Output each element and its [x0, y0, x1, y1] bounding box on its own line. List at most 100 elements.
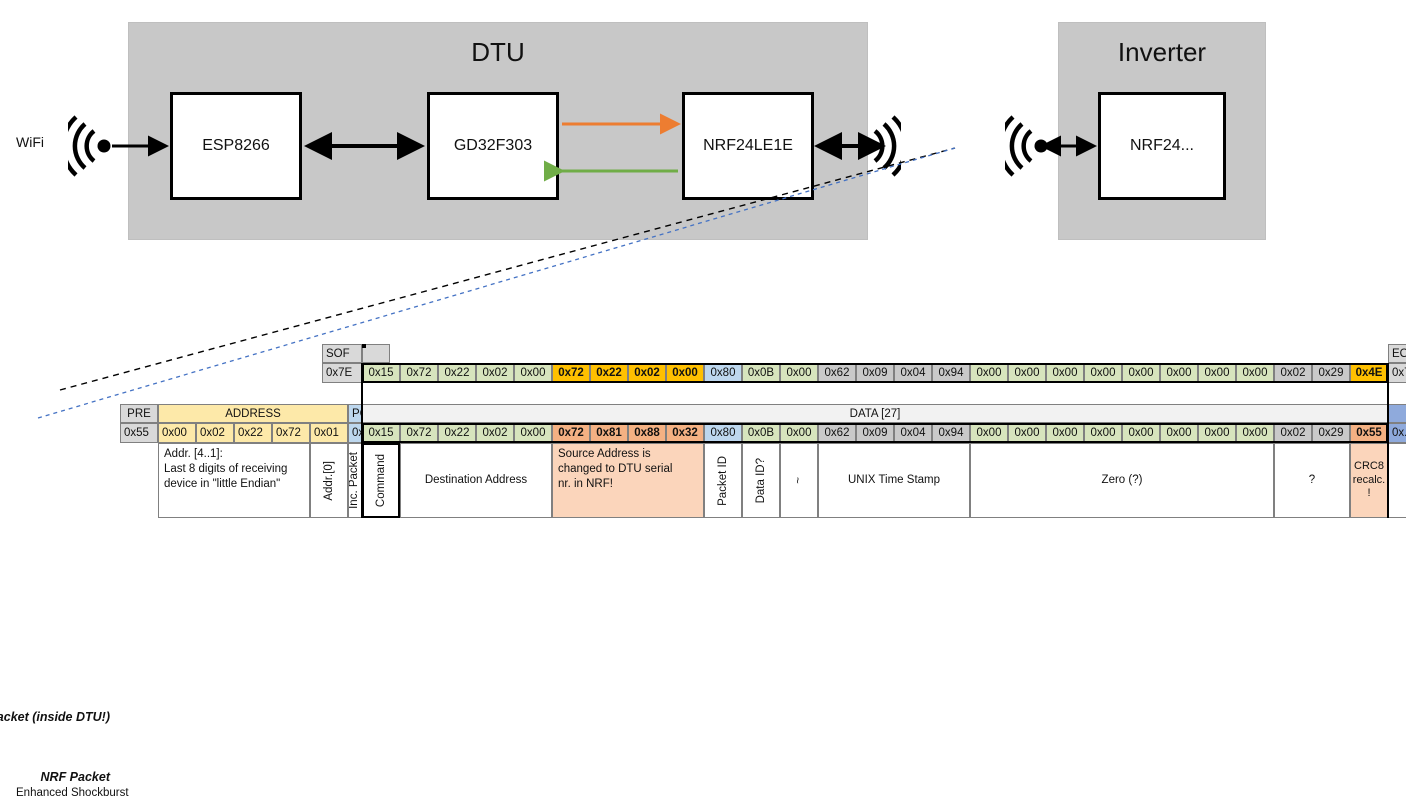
annotation-destination: Destination Address [400, 443, 552, 518]
nrf-byte-7: 0x88 [628, 423, 666, 443]
dtu-title: DTU [471, 37, 525, 67]
serial-byte-22: 0x00 [1198, 363, 1236, 383]
chip-esp8266: ESP8266 [170, 92, 302, 200]
serial-byte-23: 0x00 [1236, 363, 1274, 383]
chip-nrf24le1e: NRF24LE1E [682, 92, 814, 200]
annotation-address: Addr. [4..1]: Last 8 digits of receiving … [158, 443, 310, 518]
serial-eof-value: 0x7F [1388, 363, 1406, 383]
serial-sof-value: 0x7E [322, 363, 362, 383]
nrf-byte-17: 0x00 [1008, 423, 1046, 443]
nrf-address-byte-3: 0x72 [272, 423, 310, 443]
antenna-icon [1005, 115, 1048, 177]
annotation-tilde: ~ [780, 443, 818, 518]
nrf-address-byte-4: 0x01 [310, 423, 348, 443]
serial-byte-26: 0x4E [1350, 363, 1388, 383]
nrf-address-byte-1: 0x02 [196, 423, 234, 443]
annotation-unix-timestamp: UNIX Time Stamp [818, 443, 970, 518]
nrf-byte-2: 0x22 [438, 423, 476, 443]
annotation-crc8-line-1: recalc. [1352, 473, 1386, 486]
serial-byte-6: 0x22 [590, 363, 628, 383]
nrf-crc-byte-0: 0x.. [1388, 423, 1406, 443]
serial-sof-header-pad [362, 344, 390, 363]
nrf-byte-24: 0x02 [1274, 423, 1312, 443]
annotation-packet-id: Packet ID [704, 443, 742, 518]
annotation-crc8-line-0: CRC8 [1354, 459, 1384, 472]
nrf-data-header: DATA [27] [362, 404, 1388, 423]
nrf-byte-12: 0x62 [818, 423, 856, 443]
nrf-byte-13: 0x09 [856, 423, 894, 443]
annotation-crc8-line-2: ! [1367, 487, 1371, 500]
nrf-address-header: ADDRESS [158, 404, 348, 423]
annotation-addr0: Addr.[0] [310, 443, 348, 518]
serial-byte-25: 0x29 [1312, 363, 1350, 383]
nrf-crc-header: NRF CRC [1388, 404, 1406, 423]
nrf-packet-sublabel: Enhanced Shockburst [16, 787, 129, 799]
serial-eof-header: EOF [1388, 344, 1406, 363]
nrf-packet-label: NRF Packet [40, 770, 110, 784]
nrf-pre-header: PRE [120, 404, 158, 423]
serial-byte-12: 0x62 [818, 363, 856, 383]
nrf-byte-6: 0x81 [590, 423, 628, 443]
serial-byte-11: 0x00 [780, 363, 818, 383]
nrf-byte-9: 0x80 [704, 423, 742, 443]
annotation-source: Source Address is changed to DTU serial nr… [552, 443, 704, 518]
nrf-pcf-header: PCF [348, 404, 362, 423]
nrf-byte-26: 0x55 [1350, 423, 1388, 443]
nrf-byte-16: 0x00 [970, 423, 1008, 443]
nrf-byte-11: 0x00 [780, 423, 818, 443]
nrf-byte-23: 0x00 [1236, 423, 1274, 443]
inverter-title: Inverter [1117, 37, 1207, 67]
nrf-pre-value: 0x55 [120, 423, 158, 443]
annotation-source-line-2: nr. in NRF! [558, 477, 613, 490]
serial-byte-21: 0x00 [1160, 363, 1198, 383]
serial-byte-7: 0x02 [628, 363, 666, 383]
annotation-address-line-1: Last 8 digits of receiving device in "li… [164, 462, 288, 490]
serial-byte-18: 0x00 [1046, 363, 1084, 383]
block-diagram: DTU Inverter ESP8266 GD32F303 NRF24LE1E … [0, 0, 1406, 260]
serial-byte-20: 0x00 [1122, 363, 1160, 383]
serial-byte-14: 0x04 [894, 363, 932, 383]
nrf-byte-5: 0x72 [552, 423, 590, 443]
nrf-byte-21: 0x00 [1160, 423, 1198, 443]
annotation-source-line-1: changed to DTU serial [558, 462, 673, 475]
serial-byte-24: 0x02 [1274, 363, 1312, 383]
nrf-byte-22: 0x00 [1198, 423, 1236, 443]
annotation-address-line-0: Addr. [4..1]: [164, 448, 223, 460]
nrf-byte-0: 0x15 [362, 423, 400, 443]
annotation-data-id: Data ID? [742, 443, 780, 518]
serial-byte-10: 0x0B [742, 363, 780, 383]
wifi-label: WiFi [16, 134, 44, 150]
nrf-byte-10: 0x0B [742, 423, 780, 443]
nrf-byte-14: 0x04 [894, 423, 932, 443]
serial-sof-header: SOF [322, 344, 362, 363]
nrf-byte-18: 0x00 [1046, 423, 1084, 443]
nrf-byte-4: 0x00 [514, 423, 552, 443]
nrf-address-byte-0: 0x00 [158, 423, 196, 443]
chip-nrf24: NRF24... [1098, 92, 1226, 200]
serial-byte-3: 0x02 [476, 363, 514, 383]
annotation-zero: Zero (?) [970, 443, 1274, 518]
serial-byte-15: 0x94 [932, 363, 970, 383]
nrf-byte-1: 0x72 [400, 423, 438, 443]
serial-byte-5: 0x72 [552, 363, 590, 383]
annotation-source-line-0: Source Address is [558, 448, 651, 460]
packet-boundary-divider [361, 363, 363, 518]
serial-byte-16: 0x00 [970, 363, 1008, 383]
serial-byte-9: 0x80 [704, 363, 742, 383]
antenna-icon [858, 115, 901, 177]
nrf-byte-3: 0x02 [476, 423, 514, 443]
serial-byte-19: 0x00 [1084, 363, 1122, 383]
serial-byte-1: 0x72 [400, 363, 438, 383]
serial-packet-label: Serial Packet (inside DTU!) [0, 710, 110, 724]
annotation-pcf: 9 Bit!Inc. PacketLength [348, 443, 362, 518]
serial-byte-17: 0x00 [1008, 363, 1046, 383]
annotation-nrf-crc: Generatedautomatically.Dont Care! [1388, 443, 1406, 518]
nrf-byte-15: 0x94 [932, 423, 970, 443]
packet-end-divider [1387, 363, 1389, 518]
nrf-byte-8: 0x32 [666, 423, 704, 443]
nrf-pcf-value: 0x0DA [348, 423, 362, 443]
nrf-byte-25: 0x29 [1312, 423, 1350, 443]
serial-byte-4: 0x00 [514, 363, 552, 383]
serial-byte-0: 0x15 [362, 363, 400, 383]
serial-byte-13: 0x09 [856, 363, 894, 383]
